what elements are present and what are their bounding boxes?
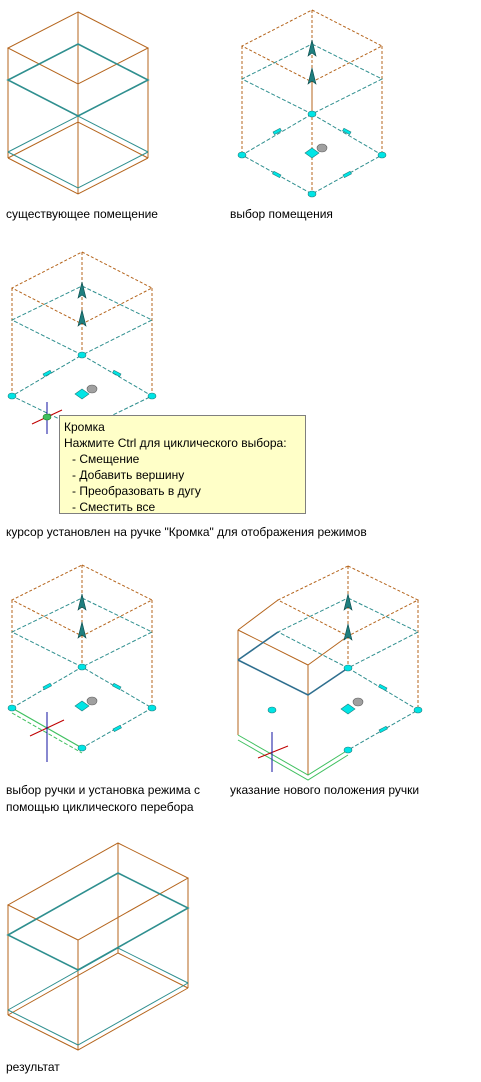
tooltip-title: Кромка — [64, 420, 105, 434]
vertex-grip[interactable] — [147, 704, 157, 712]
stretched-box-solid — [237, 599, 349, 775]
vertex-grip[interactable] — [7, 392, 17, 400]
tooltip-option-offset-all: - Сместить все — [72, 500, 156, 514]
caption-cursor-on-grip: курсор установлен на ручке "Кромка" для … — [6, 525, 367, 539]
outer-box-dashed — [240, 9, 384, 194]
panel-result — [6, 842, 190, 1051]
edge-grips — [237, 110, 387, 198]
vertex-grip[interactable] — [77, 663, 87, 671]
arrow-up-grip-top[interactable] — [77, 281, 87, 299]
offset-edge-preview — [11, 712, 83, 754]
vertex-grip[interactable] — [7, 704, 17, 712]
rotation-grip[interactable] — [352, 697, 364, 707]
height-grip-arrows — [343, 593, 353, 641]
outer-box-dashed — [10, 251, 154, 396]
crosshair-cursor — [31, 402, 63, 434]
edge-grips — [7, 663, 157, 752]
edge-grip[interactable] — [378, 725, 388, 734]
height-grip-arrows — [77, 281, 87, 327]
arrow-up-grip-mid[interactable] — [77, 309, 87, 327]
arrow-up-grip-top[interactable] — [77, 593, 87, 611]
caption-result: результат — [6, 1060, 60, 1074]
vertex-grip[interactable] — [343, 746, 353, 754]
panel-cursor-on-edge-grip — [7, 251, 157, 434]
tooltip-option-offset: - Смещение — [72, 452, 140, 466]
edge-grip[interactable] — [112, 724, 122, 733]
vertex-grip[interactable] — [237, 151, 247, 159]
tooltip-option-convert-arc: - Преобразовать в дугу — [72, 484, 201, 498]
crosshair-cursor — [29, 712, 65, 762]
space-floor — [7, 947, 189, 1046]
crosshair-cursor — [257, 732, 289, 772]
space-outline-dashed — [276, 597, 420, 751]
arrow-up-grip-mid[interactable] — [307, 67, 317, 85]
vertex-grip[interactable] — [307, 190, 317, 198]
location-grip[interactable] — [340, 703, 356, 715]
rotation-grip[interactable] — [316, 143, 328, 153]
outer-box-solid — [6, 11, 150, 195]
edge-grip[interactable] — [342, 170, 352, 179]
panel-space-selected — [237, 9, 387, 198]
caption-cycle-line2: помощью циклического перебора — [6, 800, 194, 814]
arrow-up-grip-mid[interactable] — [343, 623, 353, 641]
tooltip-hint: Нажмите Ctrl для циклического выбора: — [64, 436, 287, 450]
grip-tooltip: Кромка Нажмите Ctrl для циклического выб… — [59, 415, 306, 514]
edge-grip[interactable] — [272, 170, 282, 179]
edge-grip[interactable] — [112, 682, 122, 691]
stretched-floor — [237, 734, 349, 781]
outer-box-dashed — [10, 564, 154, 708]
edge-grip[interactable] — [272, 127, 282, 136]
outer-box-solid — [6, 842, 190, 1051]
tooltip-option-add-vertex: - Добавить вершину — [72, 468, 185, 482]
edge-grips — [7, 351, 157, 400]
vertex-grip[interactable] — [343, 664, 353, 672]
edge-grip[interactable] — [42, 369, 52, 378]
edge-grip[interactable] — [42, 682, 52, 691]
space-outline — [6, 872, 190, 971]
edge-grip[interactable] — [378, 683, 388, 692]
vertex-grip[interactable] — [77, 744, 87, 752]
space-floor — [7, 115, 149, 189]
rotation-grip[interactable] — [86, 384, 98, 394]
arrow-up-grip-mid[interactable] — [77, 621, 87, 639]
vertex-grip[interactable] — [147, 392, 157, 400]
stretched-space — [237, 631, 349, 696]
location-grip[interactable] — [74, 388, 90, 400]
vertex-grip[interactable] — [413, 706, 423, 714]
arrow-up-grip-top[interactable] — [343, 593, 353, 611]
caption-new-position: указание нового положения ручки — [230, 783, 420, 797]
edge-grip[interactable] — [112, 369, 122, 378]
panel-grip-cycled — [7, 564, 157, 762]
edge-grip[interactable] — [342, 127, 352, 136]
hover-edge-grip[interactable] — [42, 413, 52, 421]
panel-new-grip-position — [237, 565, 423, 781]
location-grip[interactable] — [74, 700, 90, 712]
caption-space-selected: выбор помещения — [230, 207, 333, 221]
location-grip[interactable] — [304, 147, 320, 159]
arrow-up-grip-top[interactable] — [307, 39, 317, 57]
panel-existing-space — [6, 11, 150, 195]
height-grip-arrows — [77, 593, 87, 639]
rotation-grip[interactable] — [86, 696, 98, 706]
vertex-grip[interactable] — [267, 706, 277, 714]
caption-cycle-line1: выбор ручки и установка режима с — [6, 783, 200, 797]
vertex-grip[interactable] — [307, 110, 317, 118]
height-grip-arrows — [307, 39, 317, 85]
edge-grips — [267, 664, 423, 754]
outer-box-dashed — [276, 565, 420, 710]
caption-existing-space: существующее помещение — [6, 207, 158, 221]
vertex-grip[interactable] — [77, 351, 87, 359]
vertex-grip[interactable] — [377, 151, 387, 159]
